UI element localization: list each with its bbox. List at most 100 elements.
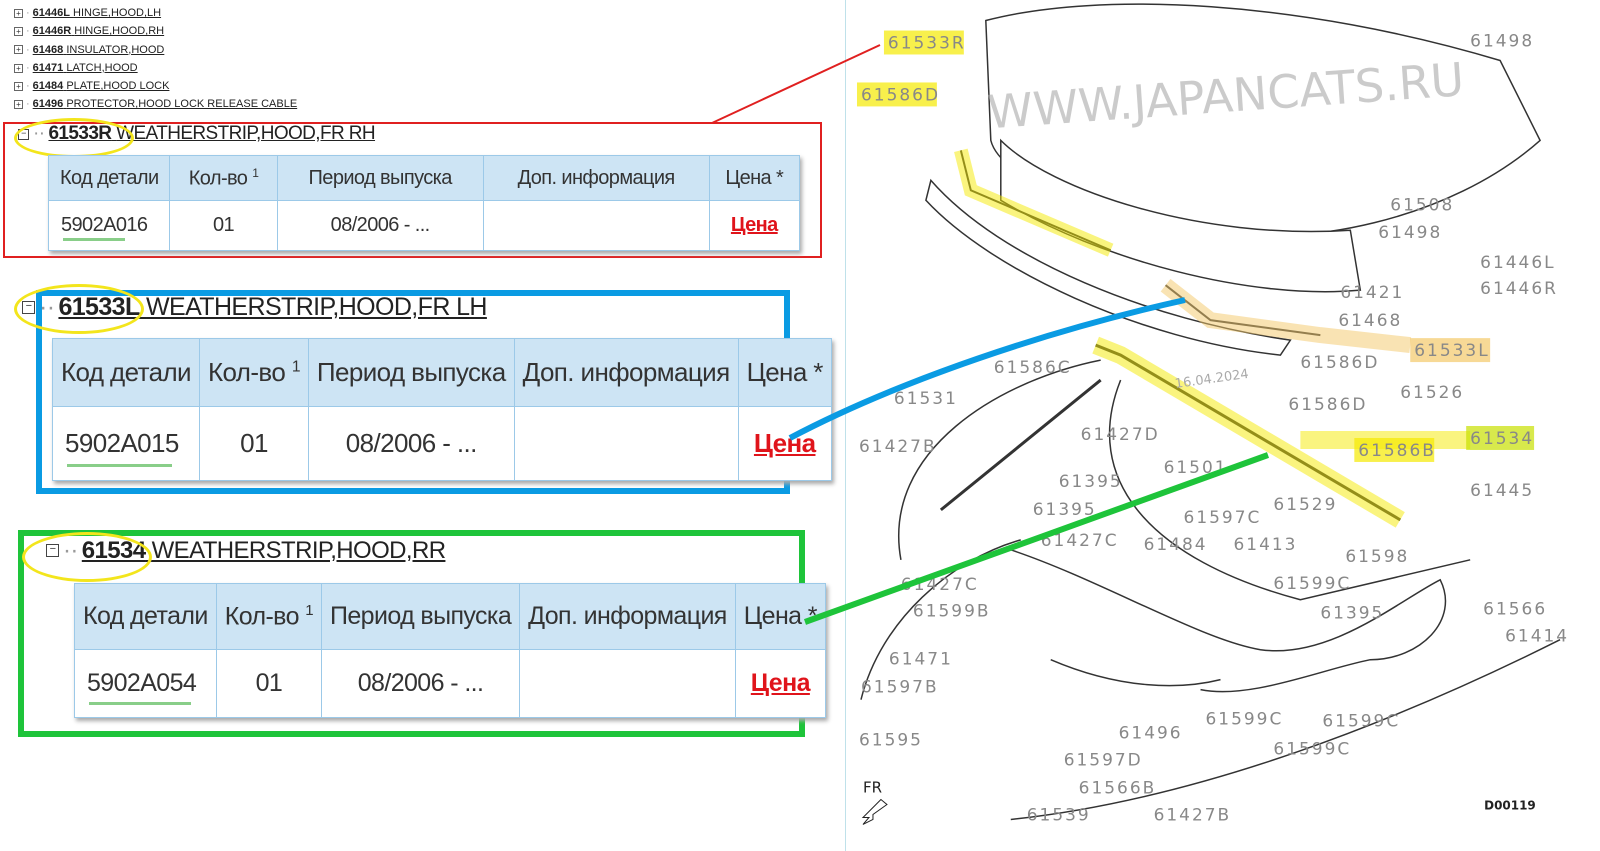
parts-table: Код детали Кол-во 1 Период выпуска Доп. …: [74, 583, 826, 718]
callout-61395: 61395: [1320, 604, 1384, 624]
callout-61599C: 61599C: [1273, 574, 1351, 594]
part-number[interactable]: 5902A015: [52, 406, 200, 481]
expand-icon[interactable]: +: [14, 8, 23, 18]
col-code: Код детали: [52, 338, 200, 407]
callout-61586C: 61586C: [994, 358, 1072, 378]
tree-item[interactable]: +·61484 PLATE,HOOD LOCK: [14, 77, 297, 95]
tree-item-link[interactable]: 61484 PLATE,HOOD LOCK: [32, 80, 170, 93]
tree-item[interactable]: +·61446L HINGE,HOOD,LH: [14, 4, 297, 22]
callout-61586D: 61586D: [1300, 353, 1379, 373]
callout-61446L: 61446L: [1480, 253, 1555, 273]
quantity: 01: [169, 200, 278, 251]
col-info: Доп. информация: [519, 583, 736, 650]
callout-61599C: 61599C: [1273, 740, 1351, 760]
callout-61421: 61421: [1340, 283, 1404, 303]
date-stamp: 16.04.2024: [1174, 367, 1250, 392]
part-number[interactable]: 5902A016: [47, 200, 171, 251]
callout-61446R: 61446R: [1480, 279, 1558, 299]
tree-item[interactable]: +·61471 LATCH,HOOD: [14, 59, 297, 77]
callout-61599C: 61599C: [1206, 710, 1284, 730]
col-qty: Кол-во 1: [198, 338, 309, 407]
callout-61427C: 61427C: [1041, 531, 1119, 551]
label-highlight: [1410, 338, 1491, 363]
col-period: Период выпуска: [320, 583, 521, 650]
expand-icon[interactable]: +: [14, 26, 23, 36]
callout-61427C: 61427C: [901, 575, 979, 595]
callout-61566B: 61566B: [1079, 779, 1157, 799]
callout-61586D: 61586D: [1288, 395, 1367, 415]
quantity: 01: [215, 649, 323, 718]
part-number[interactable]: 5902A054: [74, 649, 217, 718]
info: [482, 200, 710, 251]
highlight-frame: [3, 122, 822, 258]
col-code: Код детали: [47, 155, 171, 201]
col-qty: Кол-во 1: [215, 583, 323, 650]
col-info: Доп. информация: [482, 155, 710, 201]
tree-item[interactable]: +·61468 INSULATOR,HOOD: [14, 41, 297, 59]
callout-61534: 61534: [1470, 429, 1534, 449]
callout-61427D: 61427D: [1081, 425, 1160, 445]
callout-61595: 61595: [859, 731, 923, 751]
yellow-circle: [22, 532, 152, 582]
callout-61395: 61395: [1033, 500, 1097, 520]
expand-icon[interactable]: +: [14, 81, 23, 91]
tree-item-link[interactable]: 61468 INSULATOR,HOOD: [32, 43, 165, 56]
expand-icon[interactable]: +: [14, 63, 23, 73]
period: 08/2006 - ...: [276, 200, 484, 251]
callout-61498: 61498: [1470, 32, 1534, 52]
callout-61427B: 61427B: [1154, 805, 1232, 825]
col-period: Период выпуска: [307, 338, 515, 407]
col-price: Цена *: [708, 155, 801, 201]
col-price: Цена *: [734, 583, 826, 650]
callout-61413: 61413: [1233, 535, 1297, 555]
front-panel: [925, 178, 1292, 356]
callout-61566: 61566: [1483, 600, 1547, 620]
callout-61468: 61468: [1338, 311, 1402, 331]
period: 08/2006 - ...: [307, 406, 515, 481]
parts-table: Код детали Кол-во 1 Период выпуска Доп. …: [47, 155, 801, 251]
tree-item-link[interactable]: 61446R HINGE,HOOD,RH: [32, 25, 165, 38]
expand-icon[interactable]: +: [14, 100, 23, 110]
callout-61471: 61471: [889, 650, 953, 670]
yellow-circle: [14, 284, 144, 334]
parts-tree: +·61446L HINGE,HOOD,LH+·61446R HINGE,HOO…: [14, 4, 297, 114]
callout-61597B: 61597B: [861, 678, 939, 698]
table-row: 5902A016 01 08/2006 - ... Цена: [47, 200, 801, 251]
tree-item[interactable]: +·61446R HINGE,HOOD,RH: [14, 22, 297, 40]
drawing-id: D00119: [1484, 798, 1536, 812]
callout-61496: 61496: [1119, 724, 1183, 744]
callout-61598: 61598: [1345, 547, 1409, 567]
callout-61597C: 61597C: [1184, 508, 1262, 528]
callout-61531: 61531: [894, 389, 958, 409]
callout-61586B: 61586B: [1358, 441, 1436, 461]
table-row: 5902A054 01 08/2006 - ... Цена: [74, 649, 826, 718]
price-link[interactable]: Цена: [708, 200, 801, 251]
front-direction: FR: [863, 779, 882, 797]
label-highlight: [1354, 437, 1435, 462]
callout-61508: 61508: [1390, 195, 1454, 215]
price-link[interactable]: Цена: [734, 649, 826, 718]
callout-61586D: 61586D: [861, 85, 940, 105]
callout-61445: 61445: [1470, 481, 1534, 501]
callout-61599B: 61599B: [913, 602, 991, 622]
tree-item[interactable]: +·61496 PROTECTOR,HOOD LOCK RELEASE CABL…: [14, 95, 297, 113]
callout-61599C: 61599C: [1322, 712, 1400, 732]
yellow-circle: [14, 118, 134, 158]
price-link[interactable]: Цена: [737, 406, 832, 481]
period: 08/2006 - ...: [320, 649, 521, 718]
tree-item-link[interactable]: 61496 PROTECTOR,HOOD LOCK RELEASE CABLE: [32, 98, 298, 111]
highlight-61533L: [1160, 278, 1412, 354]
label-highlight: [1466, 425, 1535, 450]
expand-icon[interactable]: +: [14, 45, 23, 55]
parts-table: Код детали Кол-во 1 Период выпуска Доп. …: [52, 338, 832, 481]
tree-item-link[interactable]: 61471 LATCH,HOOD: [32, 61, 138, 74]
callout-61395: 61395: [1059, 472, 1123, 492]
col-info: Доп. информация: [513, 338, 739, 407]
quantity: 01: [198, 406, 309, 481]
label-highlight: [883, 30, 964, 55]
col-period: Период выпуска: [276, 155, 484, 201]
callout-61414: 61414: [1505, 627, 1569, 647]
front-arrow-icon: [861, 798, 888, 825]
tree-item-link[interactable]: 61446L HINGE,HOOD,LH: [32, 7, 162, 19]
callout-61501: 61501: [1164, 458, 1228, 478]
